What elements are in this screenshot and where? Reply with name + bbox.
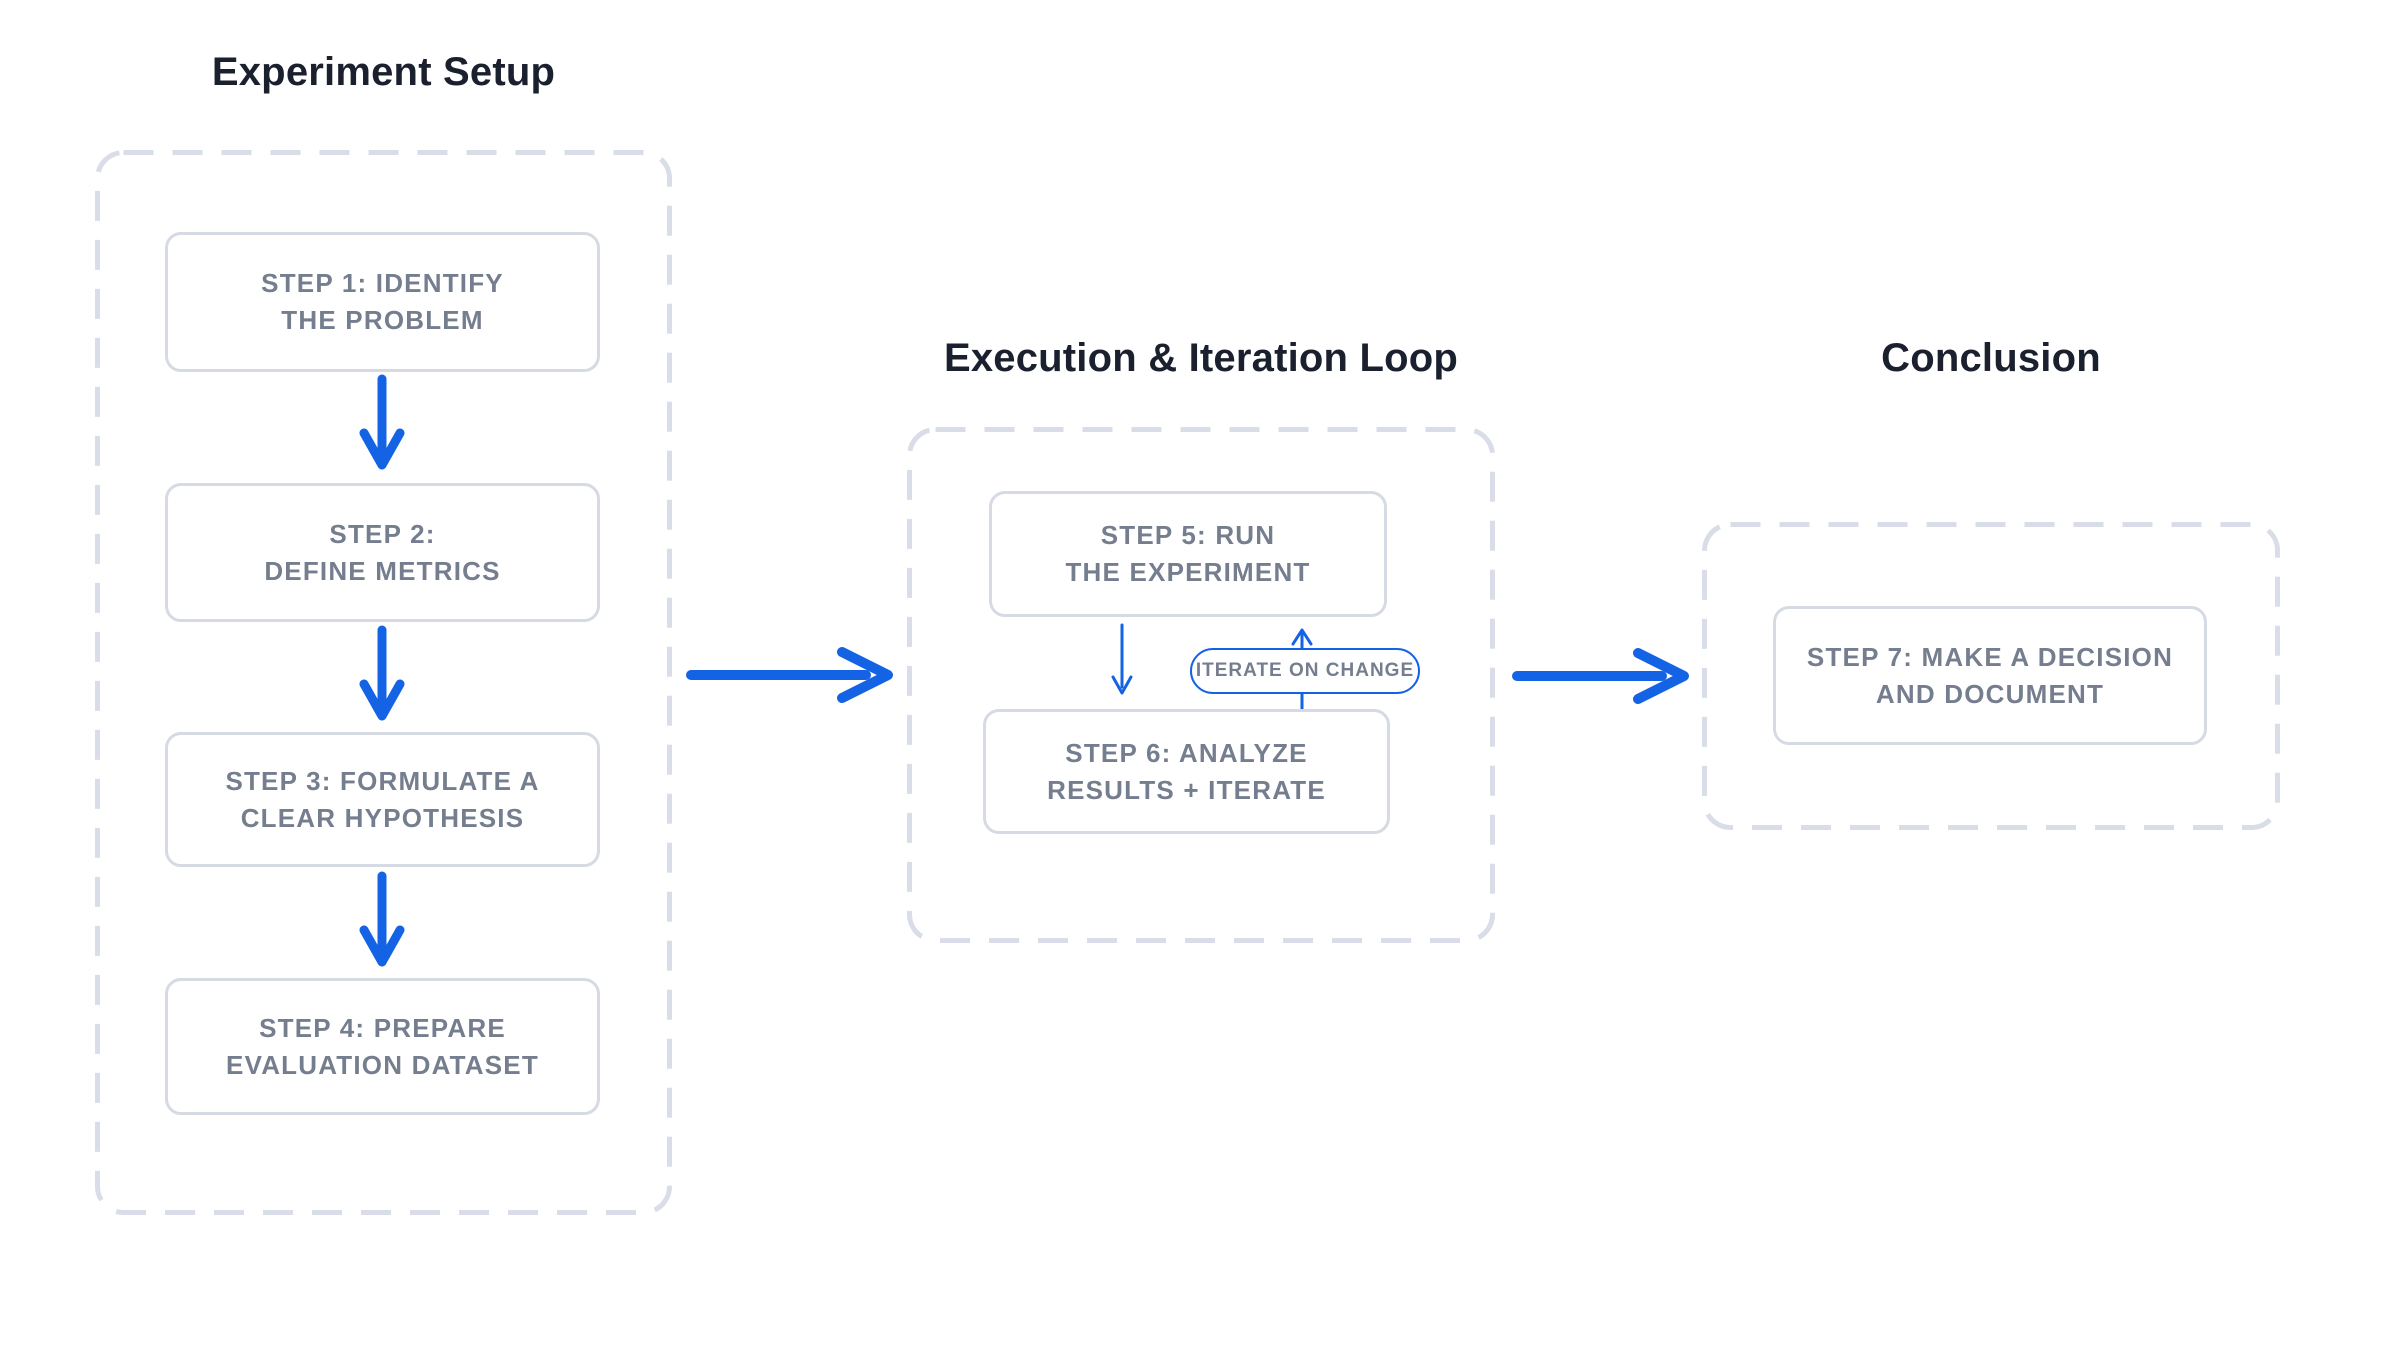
- step-label-line: STEP 7: MAKE A DECISION: [1806, 641, 2174, 672]
- step-5-box: STEP 5: RUN THE EXPERIMENT: [989, 491, 1387, 617]
- loop-pill-label: ITERATE ON CHANGE: [1195, 660, 1415, 681]
- step-1-box: STEP 1: IDENTIFY THE PROBLEM: [165, 232, 600, 372]
- arrow-down-icon: [359, 625, 405, 721]
- step-2-box: STEP 2: DEFINE METRICS: [165, 483, 600, 622]
- step-label-line: STEP 5: RUN: [1100, 520, 1276, 551]
- step-4-box: STEP 4: PREPARE EVALUATION DATASET: [165, 978, 600, 1115]
- section-title-execution-iteration-loop: Execution & Iteration Loop: [943, 336, 1459, 380]
- dashed-border-icon: [95, 150, 672, 1215]
- step-6-box: STEP 6: ANALYZE RESULTS + ITERATE: [983, 709, 1390, 834]
- execution-iteration-loop-container: STEP 5: RUN THE EXPERIMENT ITERATE ON CH…: [907, 427, 1495, 943]
- step-label-line: THE EXPERIMENT: [1065, 557, 1311, 587]
- section-title-experiment-setup: Experiment Setup: [211, 50, 556, 94]
- arrow-down-icon: [359, 374, 405, 470]
- arrow-down-icon: [1111, 623, 1133, 695]
- step-7-box: STEP 7: MAKE A DECISION AND DOCUMENT: [1773, 606, 2207, 745]
- dashed-border-icon: [1702, 522, 2280, 830]
- step-label-line: STEP 1: IDENTIFY: [261, 268, 504, 299]
- step-label-line: EVALUATION DATASET: [226, 1049, 539, 1080]
- section-title-conclusion: Conclusion: [1881, 336, 2101, 380]
- step-label-line: STEP 3: FORMULATE A: [225, 765, 540, 796]
- dashed-border-icon: [907, 427, 1495, 943]
- arrow-right-icon: [686, 647, 893, 703]
- arrow-right-icon: [1512, 648, 1689, 704]
- step-label-line: STEP 6: ANALYZE: [1065, 737, 1308, 768]
- experiment-setup-container: STEP 1: IDENTIFY THE PROBLEM STEP 2: DEF…: [95, 150, 672, 1215]
- step-label-line: STEP 2:: [329, 518, 436, 549]
- step-3-box: STEP 3: FORMULATE A CLEAR HYPOTHESIS: [165, 732, 600, 867]
- step-label-line: STEP 4: PREPARE: [259, 1012, 506, 1043]
- conclusion-container: STEP 7: MAKE A DECISION AND DOCUMENT: [1702, 522, 2280, 830]
- step-label-line: THE PROBLEM: [281, 305, 484, 335]
- step-label-line: RESULTS + ITERATE: [1047, 774, 1326, 805]
- step-label-line: DEFINE METRICS: [264, 555, 501, 586]
- step-label-line: AND DOCUMENT: [1875, 678, 2105, 709]
- iterate-on-change-pill: ITERATE ON CHANGE: [1190, 648, 1420, 694]
- step-label-line: CLEAR HYPOTHESIS: [240, 802, 525, 833]
- arrow-down-icon: [359, 871, 405, 967]
